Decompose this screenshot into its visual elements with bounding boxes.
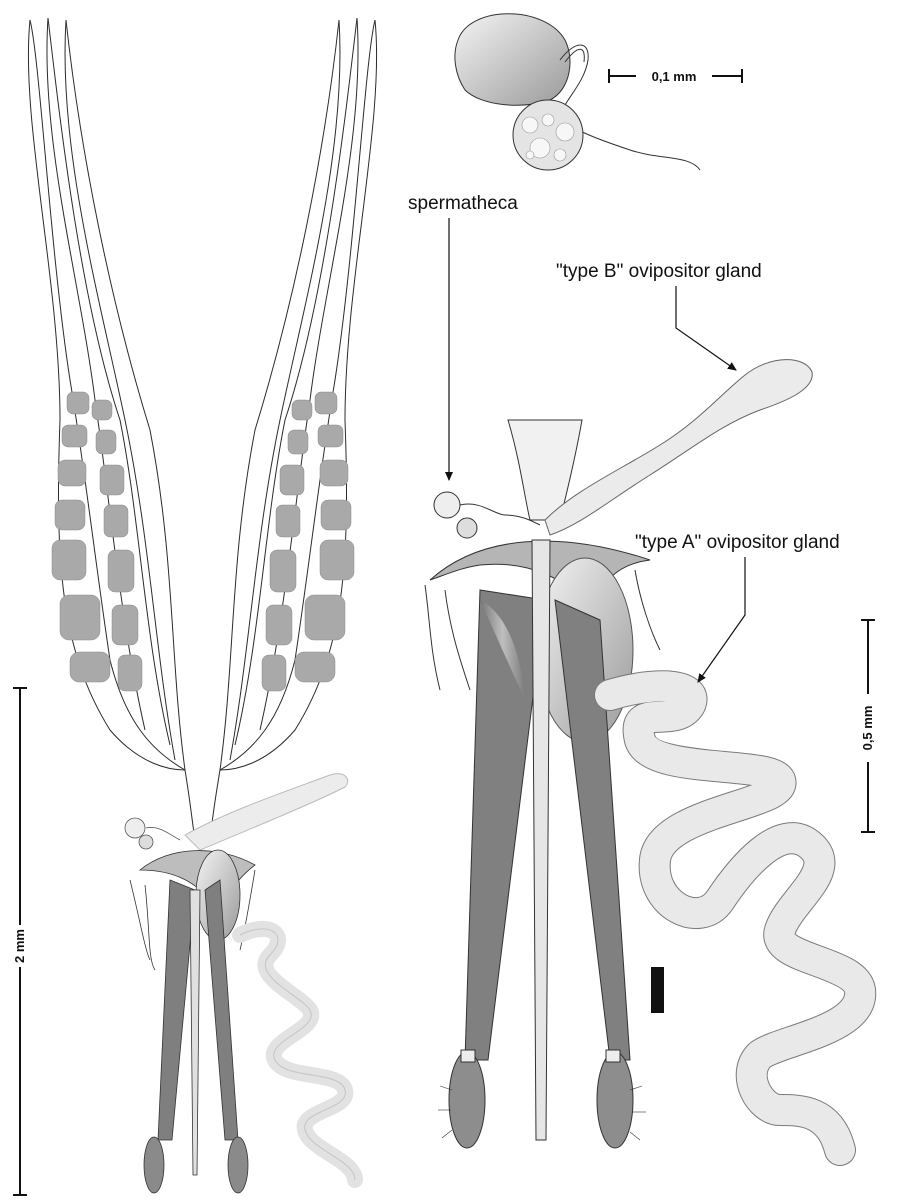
scale-bar-small-label: 0,1 mm [652,69,697,84]
small-ovipositor [130,850,255,1193]
small-type-b-gland [185,774,348,850]
spermatheca-detail [455,14,700,170]
type-a-gland-large-fill [610,686,860,1150]
label-type-a-gland: "type A" ovipositor gland [635,532,840,553]
scale-bar-medium-label: 0,5 mm [860,706,875,751]
scale-bar-large: 2 mm [10,688,30,1195]
label-spermatheca: spermatheca [408,193,518,214]
scale-bar-medium: 0,5 mm [856,620,880,832]
arrow-type-a-gland [698,557,745,682]
small-type-a-gland-outline [240,929,355,1180]
enlarged-ovipositor-illustration [425,360,812,1148]
small-spermatheca [125,818,180,849]
whole-system-illustration [28,18,376,1193]
arrow-type-b-gland [676,286,736,370]
black-scale-marker [651,967,664,1013]
scale-bar-small: 0,1 mm [609,69,742,84]
type-b-gland-large [545,360,812,535]
label-type-b-gland: "type B" ovipositor gland [556,261,762,282]
scale-bar-large-label: 2 mm [12,929,27,963]
small-type-a-gland [240,929,355,1180]
